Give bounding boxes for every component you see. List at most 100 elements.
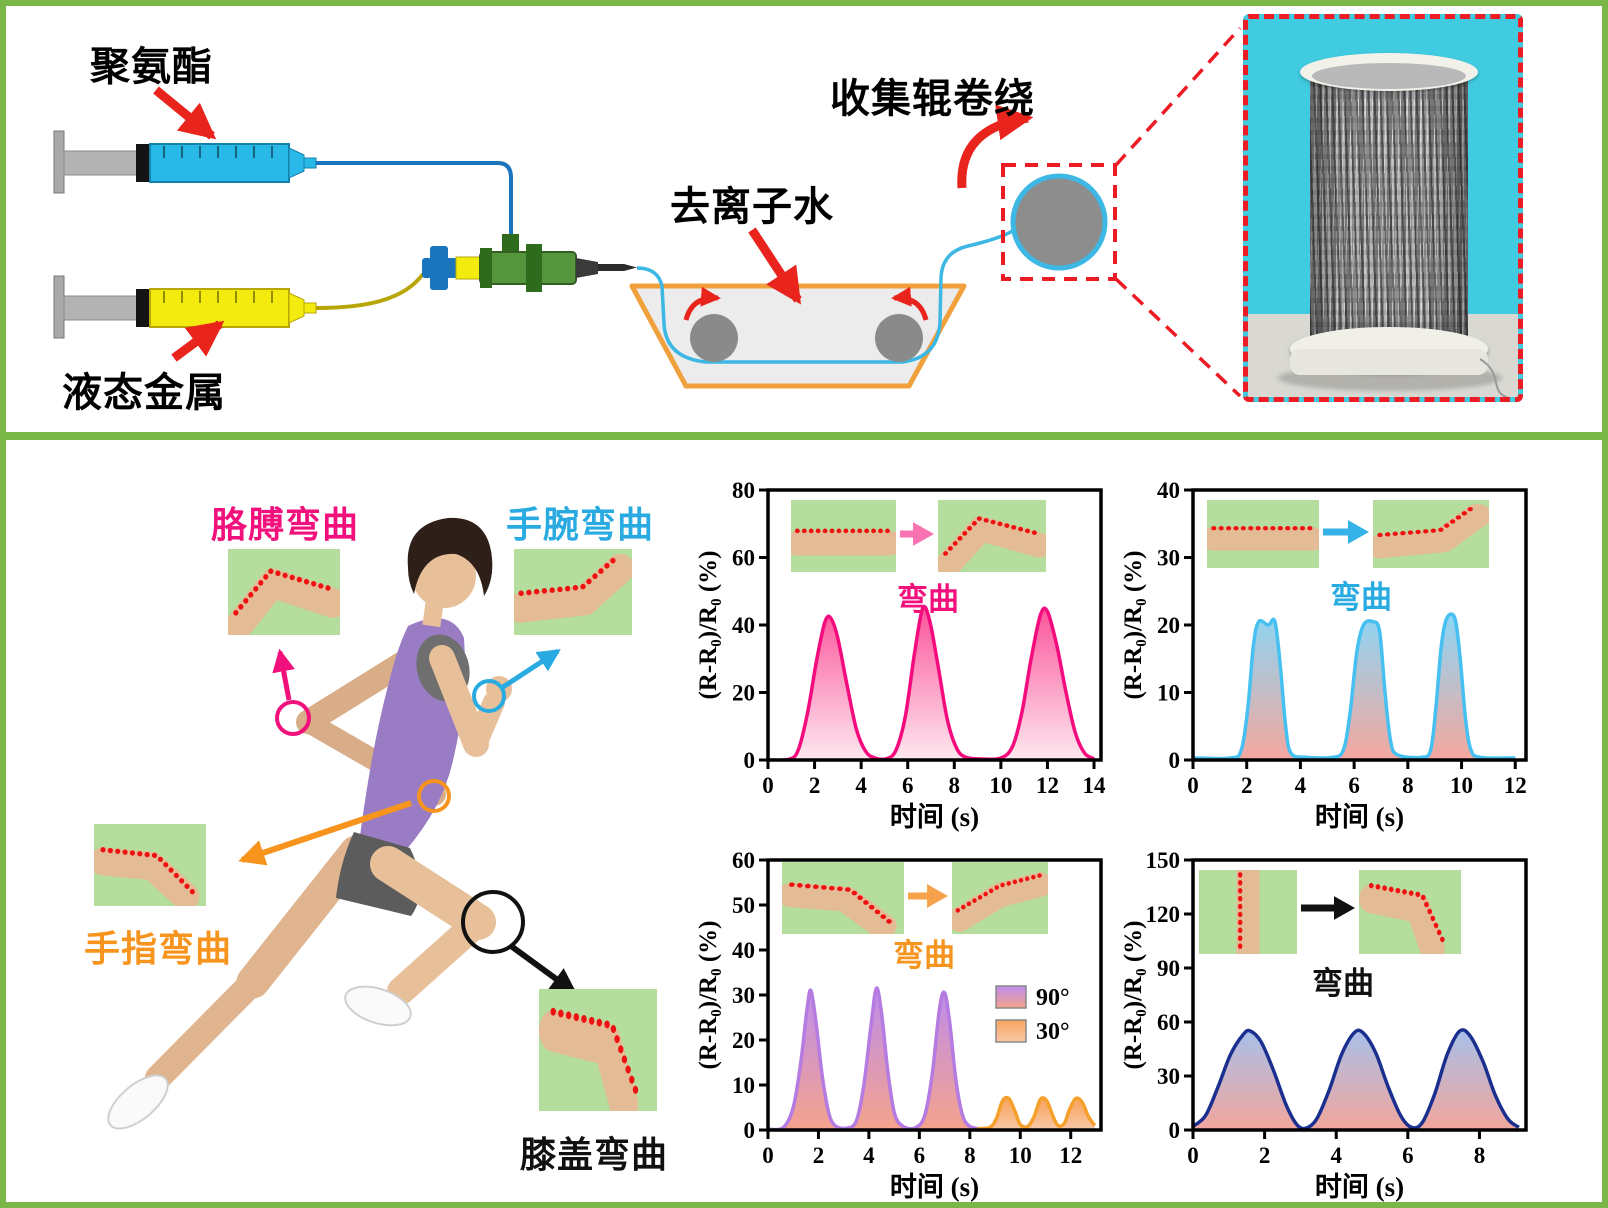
x-axis-label: 时间 (s) [1315, 802, 1404, 832]
plot-frame [1191, 858, 1528, 1132]
knee-bent-photo [539, 989, 657, 1111]
polyurethane-arrow [153, 86, 217, 140]
zoom-connector-bottom [1114, 277, 1242, 398]
legend-label: 30° [1036, 1019, 1070, 1045]
y-tick-label: 60 [732, 848, 755, 873]
chart-title: 弯曲 [1312, 966, 1374, 1001]
y-tick-label: 40 [732, 613, 755, 638]
y-tick-label: 150 [1146, 848, 1181, 873]
x-tick-label: 8 [949, 773, 961, 798]
chart-series-area [768, 986, 1097, 1130]
liquid-metal-label: 液态金属 [62, 371, 226, 415]
y-axis-label: (R-R₀)/R₀ (%) [696, 551, 722, 700]
di-water-arrow [748, 227, 802, 305]
y-tick-label: 0 [1169, 748, 1181, 773]
x-tick-label: 4 [1295, 773, 1307, 798]
x-tick-label: 10 [989, 773, 1012, 798]
arm-bent-photo [938, 500, 1046, 572]
x-tick-label: 6 [902, 773, 914, 798]
collection-roller [1010, 173, 1108, 271]
liquid-metal-tube [315, 272, 425, 310]
x-tick-label: 6 [914, 1143, 926, 1168]
x-tick-label: 6 [1348, 773, 1360, 798]
x-tick-label: 4 [855, 773, 867, 798]
x-tick-label: 12 [1504, 773, 1527, 798]
legend-swatch [995, 1019, 1027, 1043]
y-axis-label: (R-R₀)/R₀ (%) [1121, 551, 1147, 700]
elbow-photo-inset [228, 549, 340, 635]
wrist-arrow [501, 648, 561, 690]
x-tick-label: 12 [1036, 773, 1059, 798]
y-tick-label: 30 [1157, 1064, 1180, 1089]
x-tick-label: 12 [1059, 1143, 1082, 1168]
x-axis-label: 时间 (s) [890, 802, 979, 832]
finger-bending-label: 手指弯曲 [84, 928, 233, 969]
collector-label: 收集辊卷绕 [830, 77, 1035, 121]
y-tick-label: 20 [732, 1028, 755, 1053]
x-tick-label: 2 [813, 1143, 825, 1168]
x-tick-label: 8 [1474, 1143, 1486, 1168]
x-tick-label: 10 [1450, 773, 1473, 798]
y-tick-label: 0 [744, 1118, 756, 1143]
fiber-spool-photo [1243, 14, 1523, 402]
wrist-bent-photo [1373, 500, 1489, 568]
y-tick-label: 10 [732, 1073, 755, 1098]
knee-ring [461, 890, 525, 954]
x-tick-label: 4 [863, 1143, 875, 1168]
y-tick-label: 120 [1146, 902, 1181, 927]
chart-series-area [768, 605, 1095, 760]
finger-photo-inset [94, 824, 206, 906]
x-axis-label: 时间 (s) [1315, 1172, 1404, 1202]
roller-rotation-arrow-right [891, 286, 929, 321]
x-tick-label: 0 [762, 1143, 774, 1168]
chart-series-area [1193, 612, 1516, 760]
arm-bent-photo [228, 549, 340, 635]
y-axis-label: (R-R₀)/R₀ (%) [696, 921, 722, 1070]
x-tick-label: 2 [1241, 773, 1253, 798]
y-tick-label: 0 [744, 748, 756, 773]
x-tick-label: 8 [1402, 773, 1414, 798]
roller-rotation-arrow-left [683, 286, 721, 321]
y-tick-label: 60 [732, 546, 755, 571]
x-axis-label: 时间 (s) [890, 1172, 979, 1202]
knee-photo-inset [539, 989, 657, 1111]
x-tick-label: 0 [1187, 773, 1199, 798]
finger-bent-photo [94, 824, 206, 906]
y-tick-label: 10 [1157, 681, 1180, 706]
bath-roller-left [690, 314, 738, 362]
y-tick-label: 30 [1157, 546, 1180, 571]
elbow-bending-label: 胳膊弯曲 [211, 504, 360, 545]
wet-spun-fiber [636, 228, 1015, 364]
chart-title: 弯曲 [893, 938, 955, 973]
wrist-bending-label: 手腕弯曲 [506, 504, 655, 545]
y-tick-label: 30 [732, 983, 755, 1008]
fabrication-schematic [53, 26, 1242, 398]
coaxial-needle-assembly [422, 234, 637, 292]
x-tick-label: 6 [1402, 1143, 1414, 1168]
finger-ring [417, 779, 451, 813]
y-tick-label: 80 [732, 478, 755, 503]
x-tick-label: 0 [1187, 1143, 1199, 1168]
zoom-connector-top [1114, 26, 1242, 167]
y-tick-label: 0 [1169, 1118, 1181, 1143]
wrist-bent-photo [514, 549, 632, 635]
elbow-ring [275, 700, 311, 736]
y-tick-label: 50 [732, 893, 755, 918]
polyurethane-label: 聚氨酯 [90, 45, 213, 89]
polyurethane-tube [316, 161, 513, 244]
knee-bending-label: 膝盖弯曲 [520, 1134, 669, 1175]
di-water-label: 去离子水 [670, 185, 834, 229]
x-tick-label: 8 [964, 1143, 976, 1168]
runner-person [107, 517, 512, 1130]
wrist-ring [472, 679, 506, 713]
chart-series-area [1193, 1028, 1520, 1130]
x-tick-label: 14 [1083, 773, 1107, 798]
polyurethane-syringe [53, 130, 317, 194]
